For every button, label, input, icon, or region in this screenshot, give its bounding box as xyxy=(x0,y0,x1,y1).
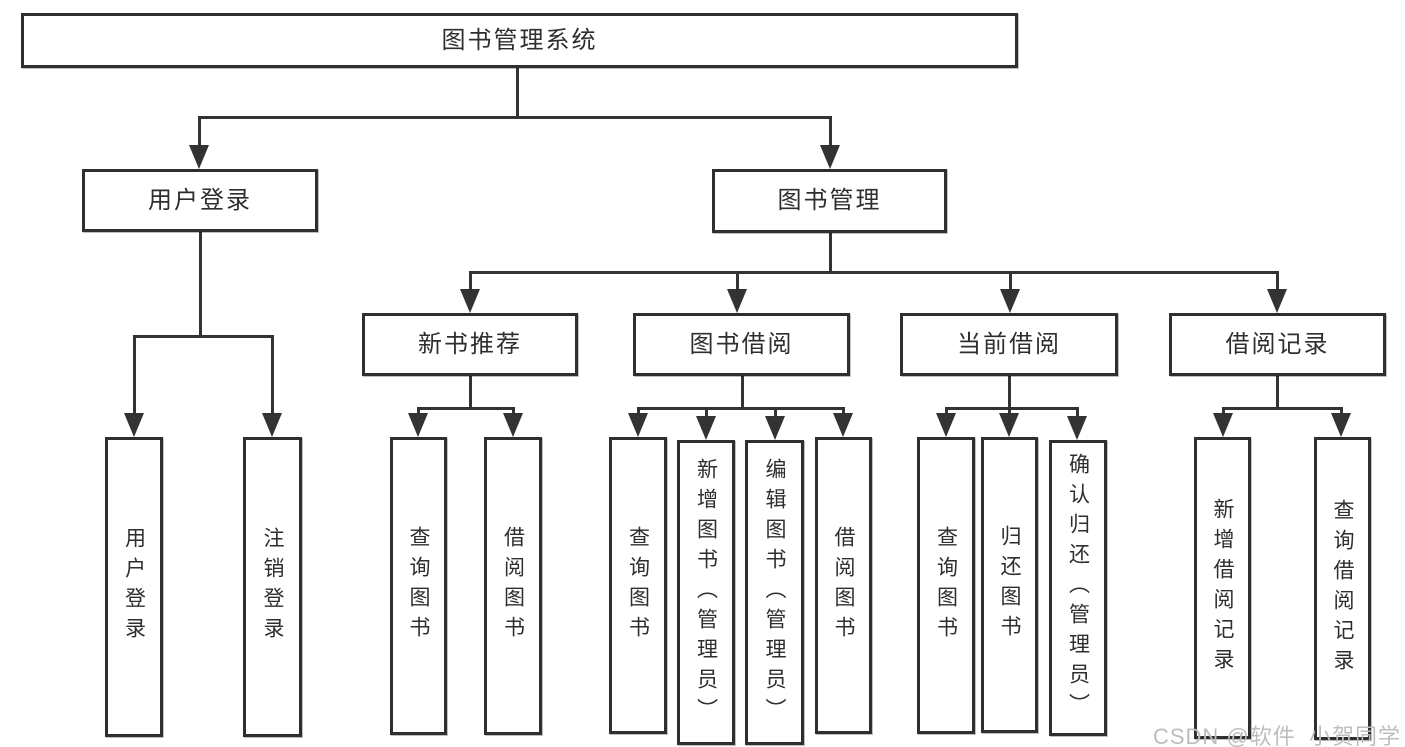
node-label: 图书管理 xyxy=(777,187,882,214)
connector-line xyxy=(416,408,420,417)
node-label: 图书借阅 xyxy=(689,330,794,358)
leaf-query-books-recommend: 查询图书 xyxy=(390,437,447,735)
leaf-user-login: 用户登录 xyxy=(105,437,163,737)
arrowhead-icon xyxy=(408,413,428,437)
connector-line xyxy=(828,117,832,149)
connector-line xyxy=(740,376,744,408)
node-label: 当前借阅 xyxy=(957,330,1061,358)
node-label: 新增借阅记录 xyxy=(1211,498,1234,678)
connector-line xyxy=(841,408,845,417)
leaf-edit-books-admin: 编辑图书（管理员） xyxy=(745,440,804,745)
connector-line xyxy=(468,270,1279,274)
node-book-borrowing: 图书借阅 xyxy=(633,313,850,376)
connector-line xyxy=(132,334,274,338)
arrowhead-icon xyxy=(1000,289,1020,313)
arrowhead-icon xyxy=(628,413,648,437)
arrowhead-icon xyxy=(936,413,956,437)
node-label: 用户登录 xyxy=(148,186,252,214)
arrowhead-icon xyxy=(1267,289,1287,313)
connector-line xyxy=(1008,272,1012,293)
connector-line xyxy=(1221,408,1225,417)
arrowhead-icon xyxy=(460,289,480,313)
node-user-login-module: 用户登录 xyxy=(82,169,318,232)
connector-line xyxy=(1075,408,1079,419)
connector-line xyxy=(416,406,515,410)
node-label: 查询图书 xyxy=(626,525,650,646)
node-book-management-module: 图书管理 xyxy=(712,169,947,233)
connector-line xyxy=(511,408,515,417)
connector-line xyxy=(704,408,708,419)
csdn-watermark: CSDN @软件_小贺同学 xyxy=(1152,724,1401,747)
connector-line xyxy=(270,336,274,417)
arrowhead-icon xyxy=(820,145,840,169)
arrowhead-icon xyxy=(262,413,282,437)
leaf-query-books-current: 查询图书 xyxy=(917,437,975,734)
leaf-confirm-return-admin: 确认归还（管理员） xyxy=(1049,440,1107,736)
node-label: 查询图书 xyxy=(934,525,958,646)
node-label: 查询图书 xyxy=(407,526,430,646)
leaf-add-borrow-record: 新增借阅记录 xyxy=(1194,437,1251,739)
leaf-query-books-borrowing: 查询图书 xyxy=(609,437,667,734)
connector-line xyxy=(132,336,136,417)
leaf-query-borrow-record: 查询借阅记录 xyxy=(1314,437,1371,740)
node-label: 新增图书（管理员） xyxy=(694,457,718,728)
node-current-borrowing: 当前借阅 xyxy=(900,313,1118,376)
connector-line xyxy=(735,272,739,293)
node-label: 编辑图书（管理员） xyxy=(763,457,786,728)
connector-line xyxy=(197,115,832,119)
arrowhead-icon xyxy=(833,413,853,437)
arrowhead-icon xyxy=(189,145,209,169)
connector-line xyxy=(944,406,1079,410)
connector-line xyxy=(773,408,777,419)
connector-line xyxy=(198,232,202,336)
node-label: 新书推荐 xyxy=(418,330,522,358)
connector-line xyxy=(1275,376,1279,408)
connector-line xyxy=(636,406,845,410)
connector-line xyxy=(1275,272,1279,293)
node-label: 借阅图书 xyxy=(832,525,855,646)
arrowhead-icon xyxy=(124,413,144,437)
node-label: 注销登录 xyxy=(261,527,284,647)
arrowhead-icon xyxy=(1213,413,1233,437)
arrowhead-icon xyxy=(1331,413,1351,437)
leaf-return-books: 归还图书 xyxy=(981,437,1038,733)
connector-line xyxy=(828,233,832,272)
arrowhead-icon xyxy=(696,416,716,440)
leaf-borrow-books-recommend: 借阅图书 xyxy=(484,437,542,735)
arrowhead-icon xyxy=(999,413,1019,437)
node-library-management-system: 图书管理系统 xyxy=(21,13,1018,68)
connector-line xyxy=(1007,376,1011,408)
leaf-borrow-books-borrowing: 借阅图书 xyxy=(815,437,872,734)
node-label: 查询借阅记录 xyxy=(1331,498,1354,679)
node-new-book-recommendation: 新书推荐 xyxy=(362,313,578,376)
node-label: 归还图书 xyxy=(998,525,1021,645)
arrowhead-icon xyxy=(1067,416,1087,440)
connector-line xyxy=(197,117,201,149)
node-borrowing-records: 借阅记录 xyxy=(1169,313,1386,376)
node-label: 借阅记录 xyxy=(1225,330,1330,358)
connector-line xyxy=(1007,408,1011,417)
connector-line xyxy=(468,376,472,408)
leaf-add-books-admin: 新增图书（管理员） xyxy=(677,440,735,745)
connector-line xyxy=(636,408,640,417)
connector-line xyxy=(1339,408,1343,417)
node-label: 借阅图书 xyxy=(501,526,525,646)
arrowhead-icon xyxy=(727,289,747,313)
node-label: 用户登录 xyxy=(122,527,146,647)
arrowhead-icon xyxy=(503,413,523,437)
node-label: 确认归还（管理员） xyxy=(1066,453,1090,723)
arrowhead-icon xyxy=(765,416,785,440)
connector-line xyxy=(468,272,472,293)
connector-line xyxy=(1221,406,1343,410)
connector-line xyxy=(515,68,519,117)
leaf-logout: 注销登录 xyxy=(243,437,302,737)
node-label: 图书管理系统 xyxy=(441,26,598,54)
connector-line xyxy=(944,408,948,417)
